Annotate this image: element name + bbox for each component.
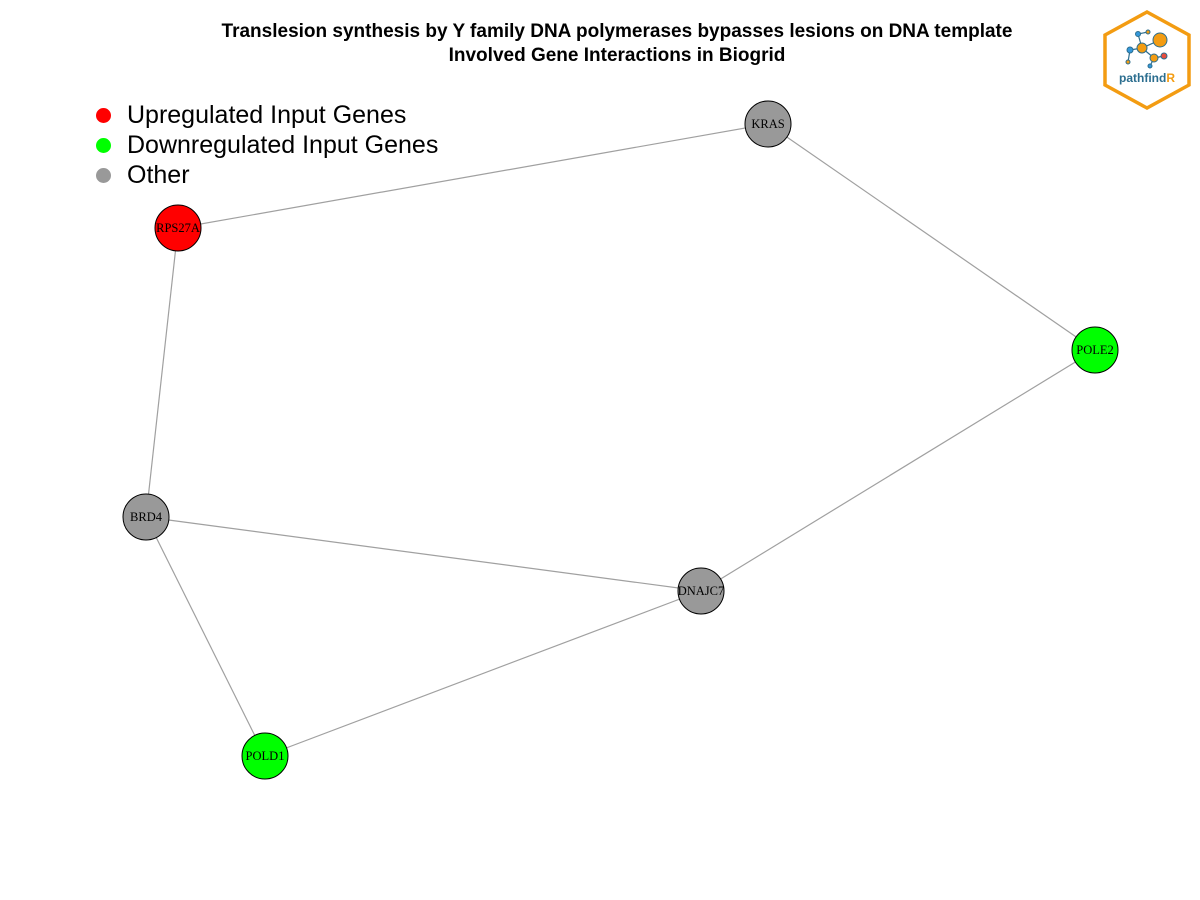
legend-label-up: Upregulated Input Genes (127, 100, 407, 129)
edge-brd4-pold1 (145, 516, 266, 757)
node-brd4[interactable]: BRD4 (122, 493, 170, 541)
edge-pold1-dnajc7 (264, 590, 702, 757)
node-label-kras: KRAS (751, 117, 784, 131)
node-label-pole2: POLE2 (1076, 343, 1114, 357)
legend-dot-up (96, 107, 111, 123)
logo-text: pathfindR (1119, 71, 1175, 85)
edge-pole2-dnajc7 (700, 349, 1096, 592)
edges-layer (145, 123, 1096, 757)
node-label-rps27a: RPS27A (156, 221, 200, 235)
legend-dot-other (96, 167, 111, 183)
legend-item-other: Other (96, 160, 438, 190)
node-label-pold1: POLD1 (246, 749, 285, 763)
legend: Upregulated Input Genes Downregulated In… (96, 100, 438, 190)
edge-rps27a-brd4 (145, 227, 179, 518)
node-rps27a[interactable]: RPS27A (154, 204, 202, 252)
node-circle-dnajc7[interactable] (677, 567, 725, 615)
node-kras[interactable]: KRAS (744, 100, 792, 148)
legend-dot-down (96, 137, 111, 153)
legend-label-down: Downregulated Input Genes (127, 130, 439, 159)
node-label-dnajc7: DNAJC7 (678, 584, 725, 598)
title-line-2: Involved Gene Interactions in Biogrid (448, 45, 786, 66)
node-circle-brd4[interactable] (122, 493, 170, 541)
edge-kras-pole2 (767, 123, 1096, 351)
node-circle-rps27a[interactable] (154, 204, 202, 252)
node-circle-pold1[interactable] (241, 732, 289, 780)
chart-title: Translesion synthesis by Y family DNA po… (0, 20, 1200, 68)
node-pole2[interactable]: POLE2 (1071, 326, 1119, 374)
node-circle-pole2[interactable] (1071, 326, 1119, 374)
node-label-brd4: BRD4 (130, 510, 163, 524)
edge-brd4-dnajc7 (145, 516, 702, 592)
node-pold1[interactable]: POLD1 (241, 732, 289, 780)
node-dnajc7[interactable]: DNAJC7 (677, 567, 725, 615)
pathfindr-logo: pathfindR (1103, 10, 1191, 110)
node-circle-kras[interactable] (744, 100, 792, 148)
title-line-1: Translesion synthesis by Y family DNA po… (221, 21, 1013, 42)
legend-label-other: Other (127, 160, 190, 189)
legend-item-down: Downregulated Input Genes (96, 130, 438, 160)
edge-rps27a-kras (177, 123, 769, 229)
legend-item-up: Upregulated Input Genes (96, 100, 438, 130)
